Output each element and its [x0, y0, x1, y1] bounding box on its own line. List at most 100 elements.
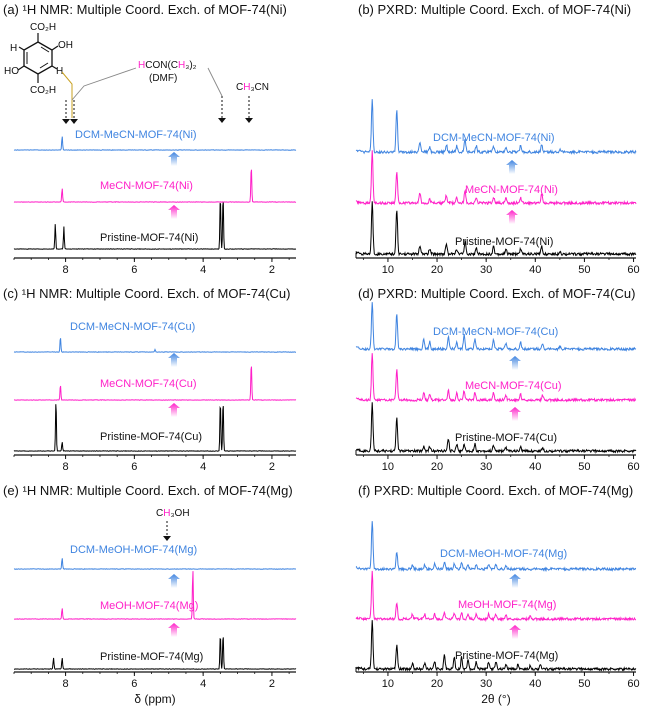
series-trace-blue: [13, 558, 296, 570]
series-label: DCM-MeCN-MOF-74(Cu): [70, 321, 195, 333]
x-tick-label: 6: [131, 678, 137, 690]
x-tick-label: 20: [431, 264, 443, 276]
x-tick-label: 50: [578, 461, 590, 473]
x-tick-label: 10: [382, 678, 394, 690]
dmf-arrow-head: [218, 118, 226, 123]
x-tick-label: 20: [431, 461, 443, 473]
charts-layer: 8 6 4 2 Pristine-MOF-74(Ni) MeCN-MOF-74(Ni) DC…: [13, 99, 640, 706]
ligand-bond: [17, 65, 25, 71]
ring-double-bond: [39, 62, 49, 69]
series-label: DCM-MeCN-MOF-74(Ni): [75, 129, 197, 141]
panel-b-title: (b) PXRD: Multiple Coord. Exch. of MOF-7…: [358, 2, 631, 17]
mecn-arrow-head: [245, 118, 253, 123]
series-label: MeCN-MOF-74(Cu): [100, 378, 197, 390]
x-tick-label: 30: [480, 264, 492, 276]
exchange-arrow-magenta: [168, 403, 180, 417]
series-trace-magenta: [14, 366, 297, 401]
series-label: MeOH-MOF-74(Mg): [100, 600, 198, 612]
exchange-arrow-magenta: [506, 210, 518, 224]
ligand-bond: [51, 65, 58, 70]
exchange-arrow-magenta: [168, 623, 180, 637]
meoh-formula: CH₃OH: [156, 508, 190, 519]
series-label: MeOH-MOF-74(Mg): [458, 599, 556, 611]
x-tick-label: 50: [578, 264, 590, 276]
panel-e-title: (e) ¹H NMR: Multiple Coord. Exch. of MOF…: [3, 483, 293, 498]
series-trace-blue: [355, 99, 637, 156]
x-tick-label: 20: [431, 678, 443, 690]
x-tick-label: 10: [382, 461, 394, 473]
series-trace-blue: [355, 521, 637, 573]
series-label: Pristine-MOF-74(Ni): [455, 236, 553, 248]
ligand-oh-left: HO: [4, 66, 19, 77]
series-label: DCM-MeOH-MOF-74(Mg): [70, 544, 197, 556]
series-trace-black: [355, 402, 637, 455]
x-tick-label: 30: [480, 678, 492, 690]
series-label: DCM-MeCN-MOF-74(Cu): [433, 326, 558, 338]
ligand-co2h-bottom: CO₂H: [30, 85, 56, 96]
series-trace-magenta: [14, 571, 297, 620]
x-axis-label: 2θ (°): [481, 692, 510, 706]
x-tick-label: 50: [578, 678, 590, 690]
ligand-structure: CO₂H CO₂H OH HO H H: [4, 22, 78, 124]
x-tick-label: 2: [269, 678, 275, 690]
ligand-pointer: [61, 71, 73, 118]
panel-d-title: (d) PXRD: Multiple Coord. Exch. of MOF-7…: [358, 286, 635, 301]
benzene-ring: [23, 41, 53, 75]
series-label: Pristine-MOF-74(Cu): [455, 432, 557, 444]
exchange-arrow-blue: [168, 574, 180, 588]
x-tick-label: 6: [131, 461, 137, 473]
series-trace-magenta: [355, 150, 637, 207]
ligand-arrow-1-head: [62, 119, 70, 124]
x-axis-label: δ (ppm): [134, 692, 175, 706]
x-tick-label: 4: [200, 461, 206, 473]
series-label: MeCN-MOF-74(Ni): [100, 180, 193, 192]
series-trace-blue: [13, 338, 296, 353]
exchange-arrow-blue: [168, 152, 180, 166]
x-tick-label: 8: [63, 461, 69, 473]
exchange-arrow-blue: [506, 160, 518, 174]
dmf-formula: HCON(CH₃)₂: [138, 60, 197, 71]
dmf-abbrev: (DMF): [149, 73, 177, 84]
x-tick-label: 6: [131, 264, 137, 276]
mecn-annotation: CH₃CN: [236, 82, 269, 123]
ligand-arrow-2-head: [70, 119, 78, 124]
x-tick-label: 10: [382, 264, 394, 276]
chart-b: 10 20 30 40 50 60 Pristine-MOF-74(Ni) MeCN-MOF-…: [355, 99, 640, 276]
series-trace-black: [13, 201, 297, 250]
series-trace-magenta: [13, 169, 297, 203]
series-trace-magenta: [355, 353, 637, 404]
series-label: MeCN-MOF-74(Ni): [465, 184, 558, 196]
series-trace-black: [355, 620, 637, 672]
series-label: DCM-MeOH-MOF-74(Mg): [440, 548, 567, 560]
meoh-annotation: CH₃OH: [156, 508, 190, 541]
series-trace-blue: [13, 136, 297, 151]
series-label: Pristine-MOF-74(Mg): [455, 650, 558, 662]
x-tick-label: 40: [529, 461, 541, 473]
exchange-arrow-blue: [509, 574, 521, 588]
ligand-h-right: H: [56, 66, 63, 77]
ligand-h-left: H: [10, 43, 17, 54]
dmf-pointer: [71, 67, 223, 101]
panel-a-title: (a) ¹H NMR: Multiple Coord. Exch. of MOF…: [3, 2, 287, 17]
x-tick-label: 8: [63, 264, 69, 276]
mecn-formula: CH₃CN: [236, 82, 269, 93]
series-label: DCM-MeCN-MOF-74(Ni): [433, 132, 555, 144]
panel-f-title: (f) PXRD: Multiple Coord. Exch. of MOF-7…: [358, 483, 633, 498]
x-tick-label: 60: [627, 461, 639, 473]
x-tick-label: 40: [529, 264, 541, 276]
series-trace-black: [14, 637, 297, 670]
dmf-annotation: HCON(CH₃)₂ (DMF): [71, 60, 226, 123]
x-tick-label: 60: [627, 264, 639, 276]
exchange-arrow-blue: [509, 356, 521, 370]
meoh-arrow-head: [163, 536, 171, 541]
x-tick-label: 60: [627, 678, 639, 690]
panel-c-title: (c) ¹H NMR: Multiple Coord. Exch. of MOF…: [3, 286, 291, 301]
x-tick-label: 2: [269, 461, 275, 473]
exchange-arrow-magenta: [509, 407, 521, 421]
x-tick-label: 8: [63, 678, 69, 690]
